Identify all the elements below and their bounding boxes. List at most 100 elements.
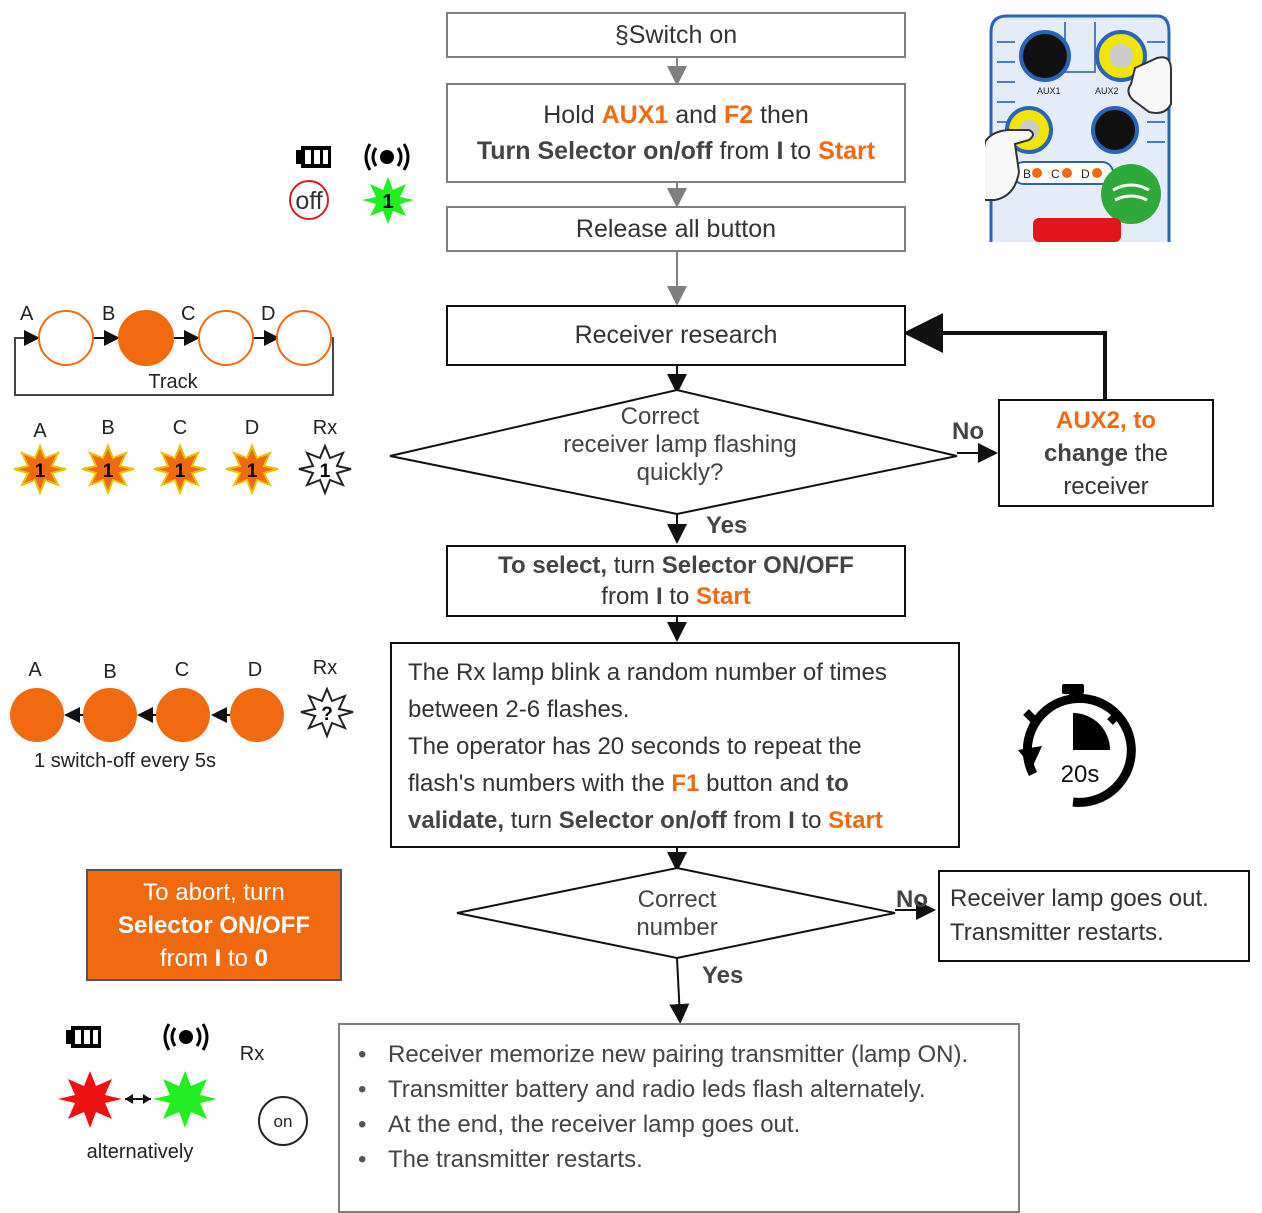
seq-rx-value: ? (321, 704, 333, 725)
select-to: to (669, 583, 690, 610)
legend-switch-on: off 1 (289, 143, 414, 224)
hold-i: I (776, 137, 784, 165)
final-item: The transmitter restarts. (358, 1142, 1008, 1177)
green-start-button (1101, 164, 1161, 224)
blink-selector: Selector on/off (558, 807, 727, 834)
star-label-d: D (245, 417, 259, 439)
final-item: At the end, the receiver lamp goes out. (358, 1107, 1008, 1142)
no-label-2: No (896, 886, 928, 913)
blink-to: to (801, 807, 822, 834)
step-blink: The Rx lamp blink a random number of tim… (390, 642, 960, 848)
switch-off-sequence: A B C D Rx ? 1 switch-off every 5s (10, 657, 354, 772)
track-lamp-d (276, 310, 332, 366)
step-final: Receiver memorize new pairing transmitte… (338, 1023, 1020, 1213)
seq-lamp-d (230, 688, 284, 742)
hold-to: to (790, 137, 812, 165)
final-rx-label: Rx (240, 1043, 264, 1065)
change-receiver: receiver (1063, 472, 1149, 500)
radio-icon (163, 1023, 209, 1051)
remote-c: C (1051, 167, 1060, 181)
abort-from: from (159, 944, 208, 972)
green-flash-star (362, 177, 414, 224)
select-to-select: To select, (498, 552, 608, 579)
track-lamp-b (118, 310, 174, 366)
blink-line-2: between 2-6 flashes. (408, 696, 630, 723)
hold-f2: F2 (723, 101, 754, 129)
step-hold: Hold AUX1 and F2 then Turn Selector on/o… (446, 83, 906, 183)
hand-icon (985, 129, 1034, 201)
star-a (13, 443, 67, 496)
track-label-c: C (181, 303, 195, 325)
seq-lamp-c (156, 688, 210, 742)
timer-label: 20s (1061, 761, 1100, 788)
aux1-label: AUX1 (1037, 86, 1061, 96)
track-lamp-c (198, 310, 254, 366)
fail-line: Transmitter restarts. (950, 919, 1164, 946)
star-label-c: C (173, 417, 187, 439)
decision-1-line: quickly? (636, 459, 724, 486)
hold-from: from (719, 137, 770, 165)
select-from: from (601, 583, 650, 610)
blink-line-4b: button and (706, 770, 820, 797)
star-value-b: 1 (103, 461, 114, 482)
abort-zero: 0 (254, 944, 269, 972)
track-diagram: A B C D Track (14, 303, 334, 396)
blink-turn: turn (510, 807, 553, 834)
decision-1-line: Correct (620, 403, 700, 430)
yes-label-2: Yes (702, 962, 744, 989)
hold-and: and (675, 101, 717, 129)
red-stop-button (1033, 218, 1121, 242)
fail-line: Receiver lamp goes out. (950, 885, 1209, 912)
seq-label-rx: Rx (313, 657, 337, 679)
step-release-label: Release all button (575, 214, 777, 243)
final-item: Transmitter battery and radio leds flash… (358, 1072, 1008, 1107)
step-switch-on: §Switch on (446, 12, 906, 58)
blink-line-1: The Rx lamp blink a random number of tim… (408, 659, 887, 686)
abort-line-2: Selector ON/OFF (117, 911, 311, 939)
star-b (81, 443, 135, 496)
hold-text: Hold (543, 101, 595, 129)
decision-2-line: Correct (637, 886, 717, 913)
change-word: change (1043, 439, 1128, 467)
yes-label-1: Yes (706, 512, 748, 539)
seq-label-b: B (103, 661, 116, 683)
blink-line-4c: to (826, 770, 849, 797)
track-label-b: B (102, 303, 115, 325)
decision-diamond-1 (389, 388, 958, 516)
remote-control-illustration: AUX1 AUX2 B C D (985, 12, 1175, 242)
track-title: Track (148, 371, 198, 393)
f1-button (1091, 106, 1139, 154)
seq-lamp-b (83, 688, 137, 742)
star-value-a: 1 (35, 461, 46, 482)
aux2-label: AUX2 (1095, 86, 1119, 96)
blink-validate: validate, (408, 807, 505, 834)
star-value-rx: 1 (320, 461, 331, 482)
green-flash-label: 1 (382, 191, 393, 213)
abort-i: I (214, 944, 222, 972)
battery-icon (296, 146, 331, 168)
final-item: Receiver memorize new pairing transmitte… (358, 1037, 1008, 1072)
hold-aux1: AUX1 (601, 101, 669, 129)
rx-on-indicator (258, 1096, 308, 1146)
step-research-label: Receiver research (574, 321, 778, 349)
star-rx (298, 443, 352, 496)
track-label-d: D (261, 303, 275, 325)
blink-f1: F1 (671, 770, 700, 797)
step-switch-on-label: §Switch on (614, 20, 738, 49)
star-label-a: A (33, 420, 47, 442)
select-i: I (655, 583, 663, 610)
step-release: Release all button (446, 206, 906, 252)
remote-d: D (1081, 167, 1090, 181)
decision-diamond-2 (456, 866, 896, 960)
blink-line-4a: flash's numbers with the (408, 770, 665, 797)
seq-label-c: C (175, 659, 189, 681)
stopwatch-icon: 20s (1018, 684, 1136, 807)
star-label-rx: Rx (313, 417, 337, 439)
hand-icon (1127, 56, 1172, 114)
green-flash-star (153, 1071, 217, 1128)
seq-label-a: A (28, 659, 42, 681)
blink-i: I (788, 807, 795, 834)
abort-line-1: To abort, turn (143, 878, 285, 906)
decision-2-text: Correct number (577, 886, 777, 942)
